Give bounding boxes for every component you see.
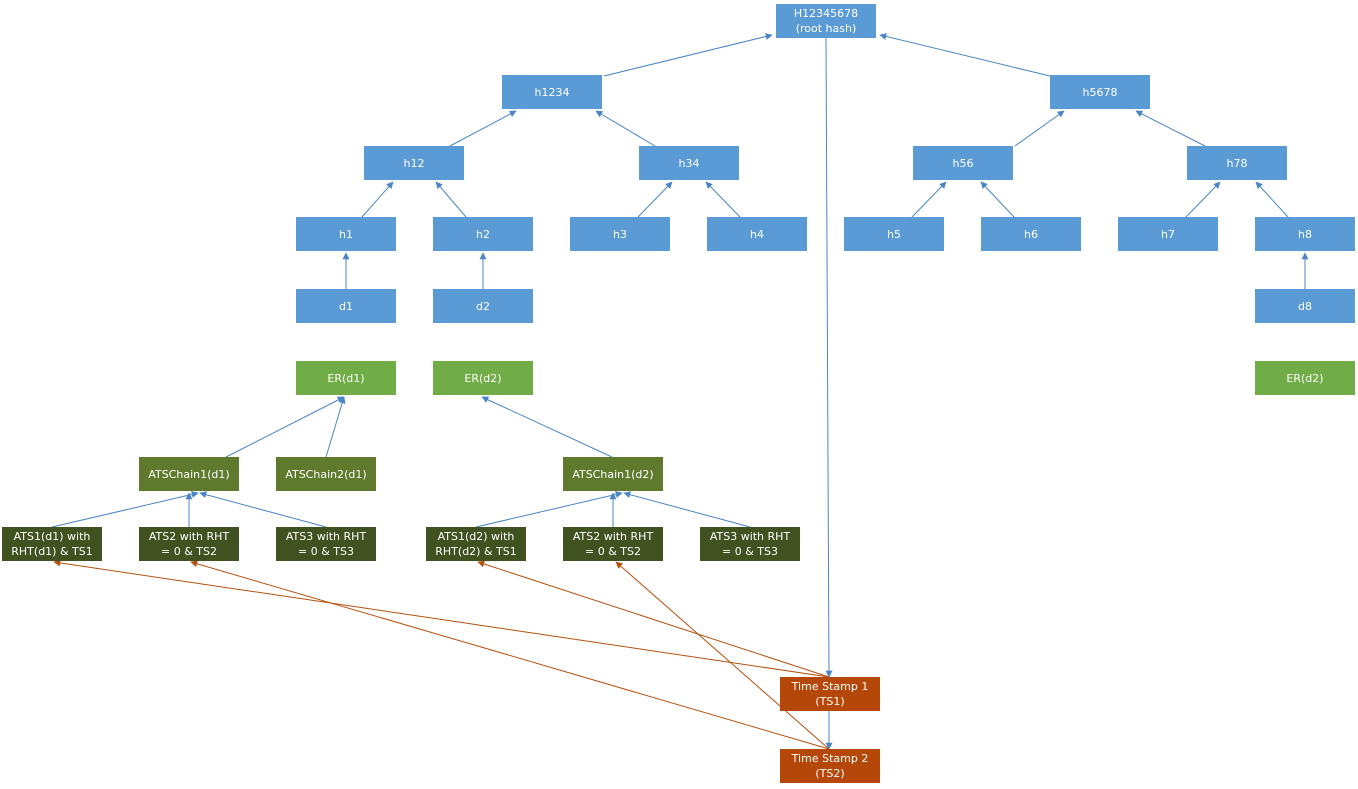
node-ats2-d2: ATS2 with RHT = 0 & TS2 (563, 527, 663, 561)
node-ats3-d1: ATS3 with RHT = 0 & TS3 (276, 527, 376, 561)
node-atschain1-d1: ATSChain1(d1) (139, 457, 239, 491)
node-h12: h12 (364, 146, 464, 180)
node-d2: d2 (433, 289, 533, 323)
node-ts2: Time Stamp 2 (TS2) (780, 749, 880, 783)
node-er-d1: ER(d1) (296, 361, 396, 395)
node-d1: d1 (296, 289, 396, 323)
node-h7: h7 (1118, 217, 1218, 251)
node-h1: h1 (296, 217, 396, 251)
node-h3: h3 (570, 217, 670, 251)
node-er-d2: ER(d2) (433, 361, 533, 395)
node-ats1-d2: ATS1(d2) with RHT(d2) & TS1 (426, 527, 526, 561)
node-d8: d8 (1255, 289, 1355, 323)
node-ts1: Time Stamp 1 (TS1) (780, 677, 880, 711)
node-er-d8: ER(d2) (1255, 361, 1355, 395)
node-h34: h34 (639, 146, 739, 180)
node-h1234: h1234 (502, 75, 602, 109)
node-atschain1-d2: ATSChain1(d2) (563, 457, 663, 491)
node-h78: h78 (1187, 146, 1287, 180)
node-h6: h6 (981, 217, 1081, 251)
node-h2: h2 (433, 217, 533, 251)
node-ats1-d1: ATS1(d1) with RHT(d1) & TS1 (2, 527, 102, 561)
node-root: H12345678 (root hash) (776, 4, 876, 38)
node-ats3-d2: ATS3 with RHT = 0 & TS3 (700, 527, 800, 561)
node-h5678: h5678 (1050, 75, 1150, 109)
node-h56: h56 (913, 146, 1013, 180)
node-h8: h8 (1255, 217, 1355, 251)
node-h5: h5 (844, 217, 944, 251)
node-h4: h4 (707, 217, 807, 251)
node-ats2-d1: ATS2 with RHT = 0 & TS2 (139, 527, 239, 561)
node-atschain2-d1: ATSChain2(d1) (276, 457, 376, 491)
